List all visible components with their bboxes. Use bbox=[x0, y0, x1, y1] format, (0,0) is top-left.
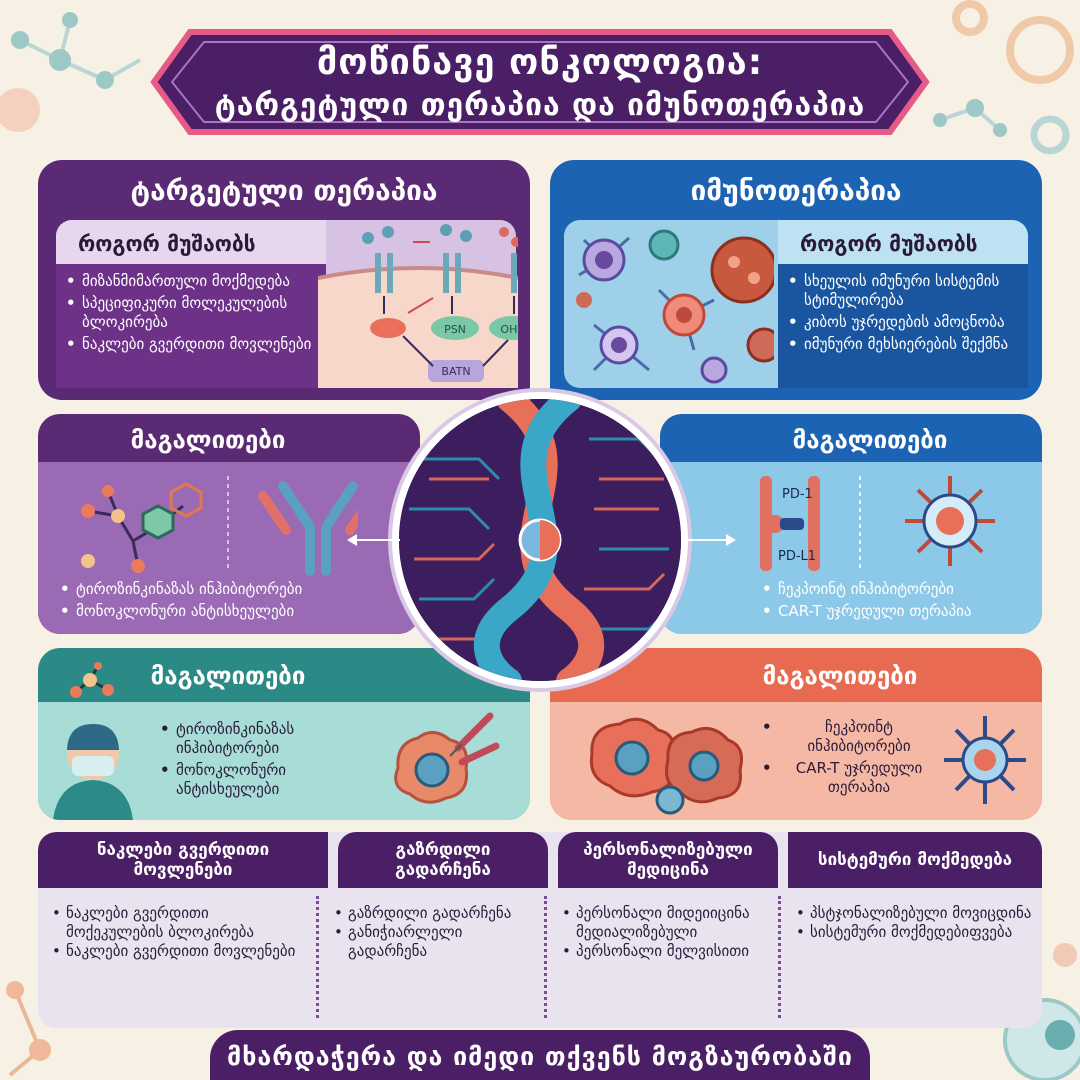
footer-banner: მხარდაჭერა და იმედი თქვენს მოგზაურობაში bbox=[210, 1030, 870, 1080]
dna-circuit-graphic bbox=[399, 399, 681, 681]
targeted-therapy-panel: ტარგეტული თერაპია როგორ მუშაობს მიზანმიმ… bbox=[38, 160, 530, 400]
list-item: მიზანმიმართული მოქმედება bbox=[64, 272, 326, 291]
diagram-label-pd1: PD-1 bbox=[782, 487, 813, 502]
column-divider bbox=[544, 896, 547, 1018]
immune-cells-illustration bbox=[576, 229, 774, 384]
diagram-label-ohn: OHN bbox=[500, 323, 518, 336]
list-item: ნაკლები გვერდითი მოქეკულების ბლოკირება bbox=[50, 904, 300, 942]
list-item: ნაკლები გვერდითი მოვლენები bbox=[64, 335, 326, 354]
diagram-label-pdl1: PD-L1 bbox=[778, 549, 816, 564]
right-arrow-icon bbox=[683, 534, 736, 546]
list-item: სხეულის იმუნური სისტემის სტიმულირება bbox=[786, 272, 1026, 310]
immuno-examples-panel: მაგალითები PD-1 PD-L1 ჩეკპოინტ ინჰიბიტორ… bbox=[660, 414, 1042, 634]
list-item: ჩეკპოინტ ინჰიბიტორები bbox=[760, 580, 1040, 599]
title-line-1: მოწინავე ონკოლოგია: bbox=[316, 42, 764, 83]
orange-examples-heading: მაგალითები bbox=[762, 662, 918, 690]
benefit-list-systemic-action: პსტჯონალიზებული მოვიცდინა სისტემური მოქმ… bbox=[794, 904, 1034, 942]
immunotherapy-panel: იმუნოთერაპია როგორ მუშაობს სხეულის იმუნუ… bbox=[550, 160, 1042, 400]
orange-examples-list: ჩეკპოინტ ინჰიბიტორები CAR-T უჯრედული თერ… bbox=[760, 718, 940, 800]
immuno-how-list: სხეულის იმუნური სისტემის სტიმულირება კიბ… bbox=[786, 272, 1026, 357]
list-item: სპეციფიკური მოლეკულების ბლოკირება bbox=[64, 294, 326, 332]
doctor-avatar-icon bbox=[53, 724, 133, 820]
orange-examples-panel: მაგალითები ჩეკპოინტ ინჰიბიტორები CAR-T უ… bbox=[550, 648, 1042, 820]
targeted-therapy-heading: ტარგეტული თერაპია bbox=[130, 174, 438, 207]
immuno-examples-list: ჩეკპოინტ ინჰიბიტორები CAR-T უჯრედული თერ… bbox=[760, 580, 1040, 624]
immuno-how-label: როგორ მუშაობს bbox=[800, 232, 978, 256]
column-divider bbox=[316, 896, 319, 1018]
benefit-list-fewer-side-effects: ნაკლები გვერდითი მოქეკულების ბლოკირება ნ… bbox=[50, 904, 300, 961]
checkpoint-and-cart-icons: PD-1 PD-L1 bbox=[760, 476, 995, 571]
list-item: კიბოს უჯრედების ამოცნობა bbox=[786, 313, 1026, 332]
list-item: მონოკლონური ანტისხეულები bbox=[58, 602, 418, 621]
column-divider bbox=[778, 896, 781, 1018]
targeted-examples-list: ტიროზინკინაზას ინჰიბიტორები მონოკლონური … bbox=[58, 580, 418, 624]
list-item: იმუნური მეხსიერების შექმნა bbox=[786, 335, 1026, 354]
immuno-examples-heading: მაგალითები bbox=[792, 426, 948, 454]
list-item: პსტჯონალიზებული მოვიცდინა bbox=[794, 904, 1034, 923]
teal-examples-list: ტიროზინკინაზას ინჰიბიტორები მონოკლონური … bbox=[158, 720, 368, 802]
cancer-cell-injection-icon bbox=[394, 712, 500, 804]
targeted-how-list: მიზანმიმართული მოქმედება სპეციფიკური მოლ… bbox=[64, 272, 326, 357]
list-item: ტიროზინკინაზას ინჰიბიტორები bbox=[158, 720, 368, 758]
benefit-heading-fewer-side-effects: ნაკლები გვერდითი მოვლენები bbox=[38, 832, 328, 888]
dna-circuit-emblem bbox=[392, 392, 688, 688]
benefit-heading-increased-survival: გაზრდილი გადარჩენა bbox=[338, 832, 548, 888]
list-item: CAR-T უჯრედული თერაპია bbox=[760, 602, 1040, 621]
benefit-heading-systemic-action: სისტემური მოქმედება bbox=[788, 832, 1042, 888]
list-item: პერსონალი მელვისითი bbox=[560, 942, 775, 961]
title-line-2: ტარგეტული თერაპია და იმუნოთერაპია bbox=[214, 88, 866, 123]
diagram-label-batn: BATN bbox=[441, 365, 470, 378]
list-item: გაზრდილი გადარჩენა bbox=[332, 904, 532, 923]
targeted-examples-heading: მაგალითები bbox=[130, 426, 286, 454]
list-item: ტიროზინკინაზას ინჰიბიტორები bbox=[58, 580, 418, 599]
molecule-icon bbox=[70, 662, 114, 698]
benefit-heading-personalized-medicine: პერსონალიზებული მედიცინა bbox=[558, 832, 778, 888]
diagram-label-psn: PSN bbox=[444, 323, 466, 336]
list-item: მონოკლონური ანტისხეულები bbox=[158, 761, 368, 799]
teal-examples-heading: მაგალითები bbox=[150, 662, 306, 690]
list-item: სისტემური მოქმედებიფვება bbox=[794, 923, 1034, 942]
list-item: CAR-T უჯრედული თერაპია bbox=[760, 759, 940, 797]
molecule-and-antibody-icons bbox=[81, 476, 358, 576]
benefits-band: ნაკლები გვერდითი მოვლენები გაზრდილი გადა… bbox=[38, 832, 1042, 1028]
benefit-list-personalized-medicine: პერსონალი მიდეიიცინა მედიალიზებული პერსო… bbox=[560, 904, 775, 961]
benefit-list-increased-survival: გაზრდილი გადარჩენა განიჭიარლელი გადარჩენ… bbox=[332, 904, 532, 961]
main-title-banner: მოწინავე ონკოლოგია: ტარგეტული თერაპია და… bbox=[150, 28, 930, 136]
list-item: განიჭიარლელი გადარჩენა bbox=[332, 923, 532, 961]
car-t-cell-icon bbox=[944, 716, 1026, 804]
targeted-examples-panel: მაგალითები ტიროზინკინაზას ინჰიბიტორები მ… bbox=[38, 414, 420, 634]
receptor-signaling-diagram: PSN OHN BATN bbox=[318, 224, 518, 388]
title-banner-shape bbox=[150, 29, 930, 135]
left-arrow-icon bbox=[347, 534, 400, 546]
teal-examples-panel: მაგალითები ტიროზინკინაზას ინჰიბიტორები მ… bbox=[38, 648, 530, 820]
immunotherapy-heading: იმუნოთერაპია bbox=[690, 174, 902, 207]
tumor-cells-illustration bbox=[589, 717, 743, 815]
list-item: პერსონალი მიდეიიცინა მედიალიზებული bbox=[560, 904, 775, 942]
immuno-how-subheader-bg bbox=[778, 220, 1028, 264]
list-item: ჩეკპოინტ ინჰიბიტორები bbox=[760, 718, 940, 756]
targeted-how-label: როგორ მუშაობს bbox=[78, 232, 256, 256]
list-item: ნაკლები გვერდითი მოვლენები bbox=[50, 942, 300, 961]
targeted-how-subheader-bg bbox=[56, 220, 326, 264]
